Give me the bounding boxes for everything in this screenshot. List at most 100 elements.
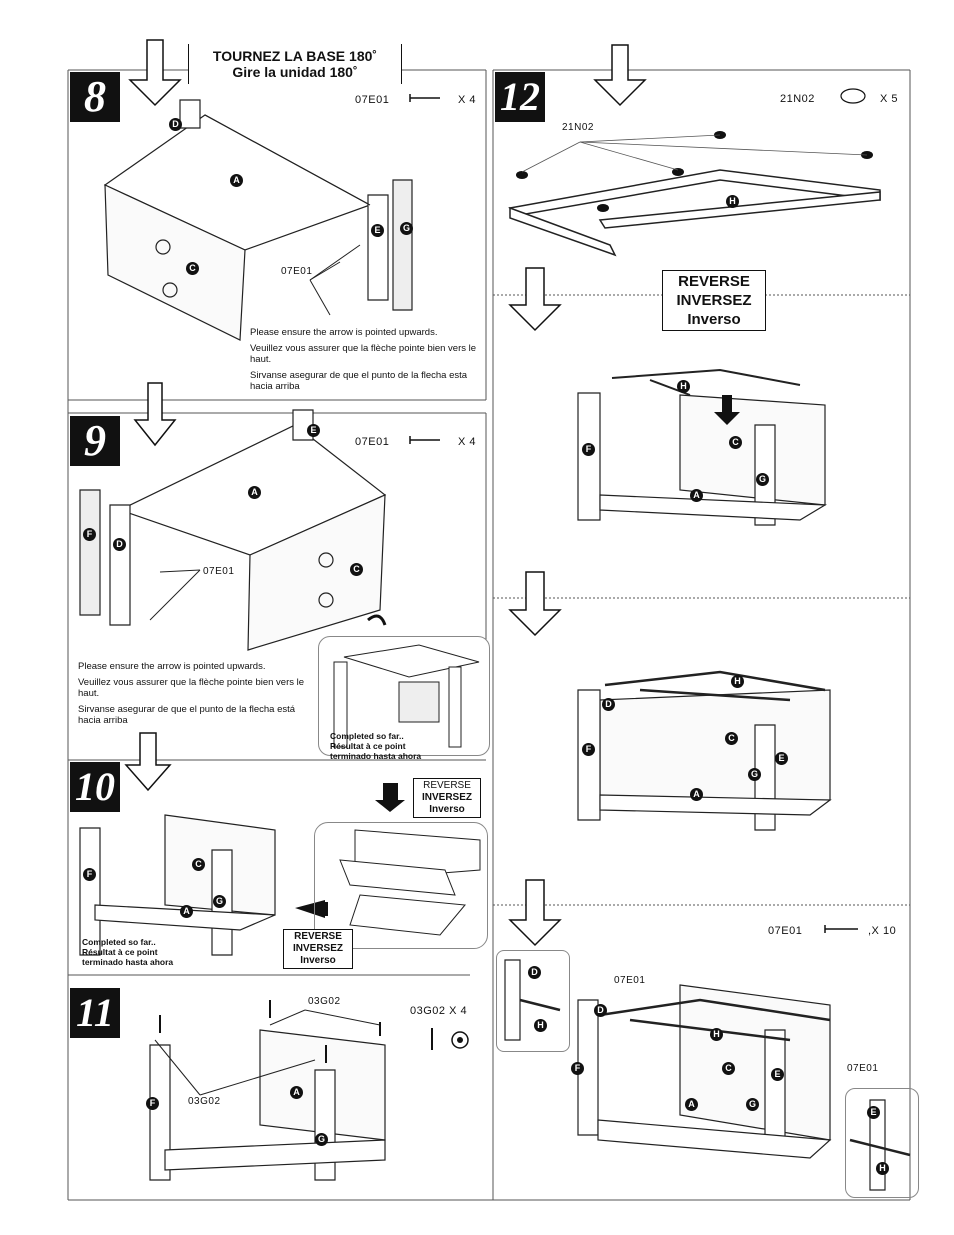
reverse-fr: INVERSEZ [676, 292, 752, 309]
reverse-es: Inverso [300, 955, 336, 966]
arrow-note-en: Please ensure the arrow is pointed upwar… [78, 661, 266, 672]
step8-arrow-note: Please ensure the arrow is pointed upwar… [250, 327, 482, 397]
reverse-label: REVERSE INVERSEZ Inverso [662, 270, 766, 331]
part-label-h: H [710, 1028, 723, 1041]
part-label-a: A [690, 788, 703, 801]
step11-part-code: 03G02 X 4 [410, 1005, 468, 1017]
arrow-note-en: Please ensure the arrow is pointed upwar… [250, 327, 438, 338]
rotate-title-fr: TOURNEZ LA BASE 180˚ [212, 48, 378, 64]
part-label-d: D [602, 698, 615, 711]
part-label-h: H [534, 1019, 547, 1032]
reverse-en: REVERSE [294, 931, 342, 942]
step9-arrow-note: Please ensure the arrow is pointed upwar… [78, 661, 313, 731]
part-label-g: G [315, 1133, 328, 1146]
step9-completed-label: Completed so far.. Résultat à ce point t… [330, 731, 421, 761]
arrow-note-fr: Veuillez vous assurer que la flèche poin… [78, 677, 305, 699]
part-label-f: F [582, 743, 595, 756]
step9-callout: 07E01 [203, 566, 235, 577]
step-number-11: 11 [70, 988, 120, 1038]
part-label-a: A [290, 1086, 303, 1099]
step-number-10: 10 [70, 762, 120, 812]
arrow-note-es: Sirvanse asegurar de que el punto de la … [78, 704, 296, 726]
part-label-f: F [146, 1097, 159, 1110]
part-label-f: F [571, 1062, 584, 1075]
step8-callout: 07E01 [281, 266, 313, 277]
part-label-c: C [350, 563, 363, 576]
part-label-a: A [685, 1098, 698, 1111]
step11-callout-left: 03G02 [188, 1096, 221, 1107]
part-label-f: F [83, 868, 96, 881]
part-label-c: C [729, 436, 742, 449]
part-label-h: H [731, 675, 744, 688]
step12-left-inset [496, 950, 570, 1052]
part-label-c: C [725, 732, 738, 745]
part-label-d: D [594, 1004, 607, 1017]
step8-part-code: 07E01 [355, 94, 390, 106]
step12-right-inset [845, 1088, 919, 1198]
part-label-f: F [83, 528, 96, 541]
step12-callout: 21N02 [562, 122, 594, 133]
reverse-es: Inverso [687, 311, 741, 328]
arrow-note-es: Sirvanse asegurar de que el punto de la … [250, 370, 468, 392]
completed-cabinet-drawing [333, 644, 480, 748]
part-label-c: C [186, 262, 199, 275]
part-label-e: E [867, 1106, 880, 1119]
part-label-g: G [748, 768, 761, 781]
step12-qty: X 5 [880, 93, 899, 105]
rotate-instruction-box: TOURNEZ LA BASE 180˚ Gire la unidad 180˚ [188, 44, 402, 84]
reverse-fr: INVERSEZ [421, 792, 472, 803]
part-label-a: A [230, 174, 243, 187]
step11-callout-top: 03G02 [308, 996, 341, 1007]
part-label-a: A [180, 905, 193, 918]
step-number-12: 12 [495, 72, 545, 122]
part-label-h: H [677, 380, 690, 393]
step-number-9: 9 [70, 416, 120, 466]
part-label-g: G [400, 222, 413, 235]
step9-part-code: 07E01 [355, 436, 390, 448]
part-label-d: D [528, 966, 541, 979]
part-label-d: D [169, 118, 182, 131]
step12-final-callout-top: 07E01 [614, 975, 646, 986]
reverse-label: REVERSE INVERSEZ Inverso [283, 929, 353, 969]
reverse-en: REVERSE [678, 273, 750, 290]
part-label-e: E [775, 752, 788, 765]
step10-inset-frame [314, 822, 488, 949]
step-number-8: 8 [70, 72, 120, 122]
step8-qty: X 4 [458, 94, 477, 106]
reverse-fr: INVERSEZ [292, 943, 343, 954]
part-label-h: H [876, 1162, 889, 1175]
step9-completed-inset [318, 636, 490, 756]
part-label-a: A [248, 486, 261, 499]
part-label-a: A [690, 489, 703, 502]
completed-es: terminado hasta ahora [82, 957, 174, 967]
part-label-c: C [722, 1062, 735, 1075]
rotate-title-es: Gire la unidad 180˚ [232, 64, 358, 80]
reverse-es: Inverso [429, 804, 465, 815]
part-label-e: E [307, 424, 320, 437]
part-label-d: D [113, 538, 126, 551]
part-label-g: G [746, 1098, 759, 1111]
reverse-en: REVERSE [423, 780, 471, 791]
part-label-g: G [213, 895, 226, 908]
step12-part-code: 21N02 [780, 93, 815, 105]
part-label-e: E [771, 1068, 784, 1081]
part-label-f: F [582, 443, 595, 456]
step12-final-qty: ,X 10 [868, 925, 897, 937]
step10-completed-label: Completed so far.. Résultat à ce point t… [82, 937, 173, 967]
completed-en: Completed so far.. [330, 731, 404, 741]
completed-fr: Résultat à ce point [82, 947, 158, 957]
completed-en: Completed so far.. [82, 937, 156, 947]
step12-final-callout-right: 07E01 [847, 1063, 879, 1074]
step9-qty: X 4 [458, 436, 477, 448]
reverse-label: REVERSE INVERSEZ Inverso [413, 778, 481, 818]
